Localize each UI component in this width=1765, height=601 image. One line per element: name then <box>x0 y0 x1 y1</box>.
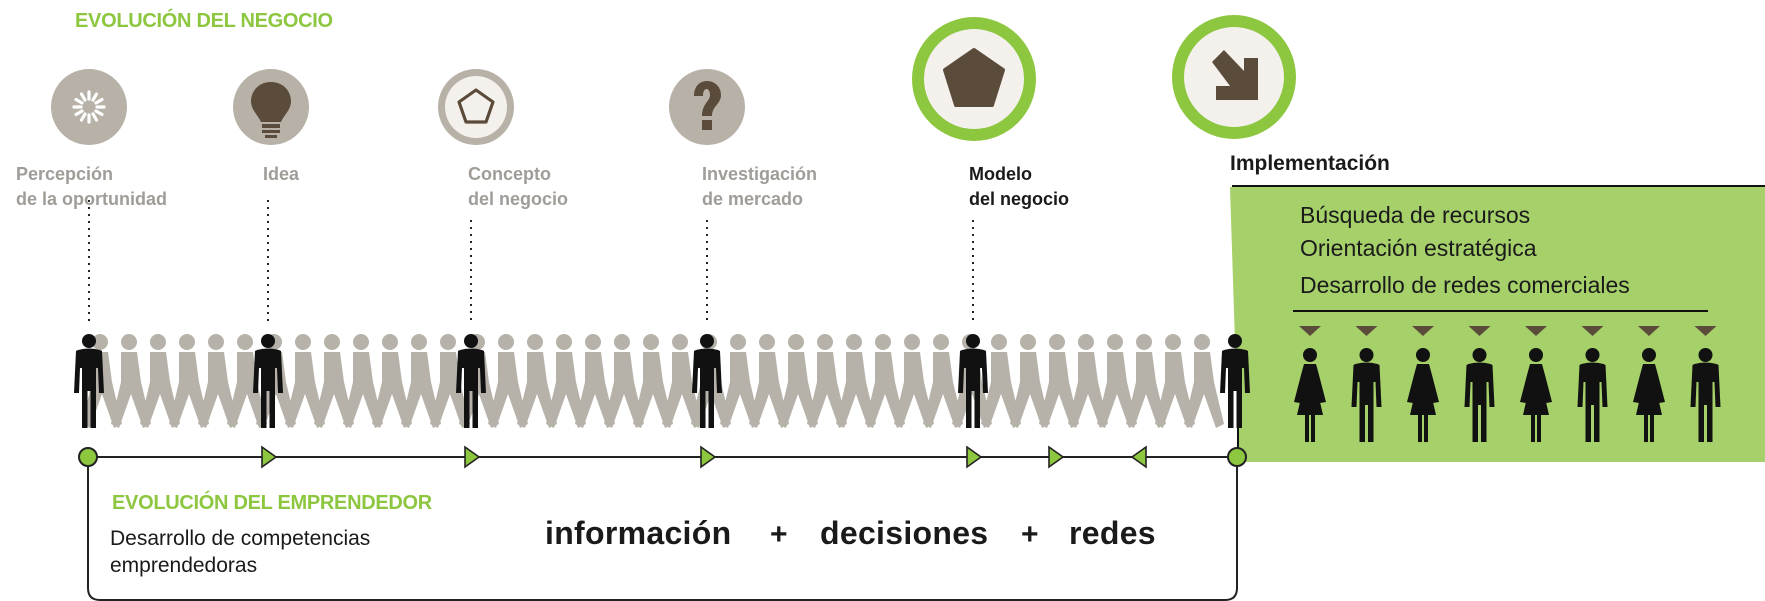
team-pointer <box>1525 326 1547 336</box>
timeline-arrow <box>700 445 717 469</box>
implementation-team <box>1293 310 1721 442</box>
stage-label-line1: Concepto <box>468 164 551 184</box>
stage-label-line2: de mercado <box>702 189 804 209</box>
sunburst-ray <box>91 92 99 102</box>
question-mark-icon <box>669 69 745 145</box>
stage-label-research: Investigación de mercado <box>702 162 817 212</box>
stage-label-perception: Percepción de la oportunidad <box>16 162 167 212</box>
timeline-start-node <box>78 447 98 467</box>
stage-label-line1: Investigación <box>702 164 818 184</box>
sunburst-ray <box>74 97 84 105</box>
team-pointer <box>1694 326 1717 336</box>
sunburst-icon <box>51 69 127 145</box>
implementation-item: Orientación estratégica <box>1300 235 1537 261</box>
entrepreneur-description-line1: Desarrollo de competencias <box>110 527 371 550</box>
diagonal-arrow-icon <box>1172 15 1296 139</box>
timeline-arrow <box>261 445 278 469</box>
emprendedor-bracket <box>87 457 1238 601</box>
timeline-arrow <box>464 445 481 469</box>
timeline-arrow <box>1130 445 1147 469</box>
entrepreneur-description: Desarrollo de competencias emprendedoras <box>110 525 370 579</box>
pentagon-outline-icon <box>438 69 514 145</box>
team-pointer <box>1468 326 1491 336</box>
stage-label-line1: Percepción <box>16 164 114 184</box>
stage-label-line1: Modelo <box>969 164 1032 184</box>
implementation-item: Desarrollo de redes comerciales <box>1300 272 1630 298</box>
team-pointer <box>1638 326 1660 336</box>
lightbulb-icon <box>233 69 309 145</box>
timeline-arrow <box>966 445 983 469</box>
formula-redes: redes <box>1069 515 1156 551</box>
formula-plus: + <box>770 518 788 551</box>
timeline-arrows <box>261 445 1147 469</box>
pentagon-solid-icon <box>912 17 1036 141</box>
formula-informacion: información <box>545 515 732 551</box>
formula-plus: + <box>1021 518 1039 551</box>
stage-label-model: Modelo del negocio <box>969 162 1069 212</box>
team-pointer <box>1581 326 1604 336</box>
stage-label-idea: Idea <box>263 162 299 187</box>
stage-label-line2: del negocio <box>969 189 1070 209</box>
stage-connectors <box>88 200 974 325</box>
implementation-title: Implementación <box>1230 152 1390 175</box>
sunburst-ray <box>91 112 99 122</box>
entrepreneur-evolution-title: EVOLUCIÓN DEL EMPRENDEDOR <box>112 492 432 514</box>
implementation-item: Búsqueda de recursos <box>1300 202 1531 228</box>
team-pointer <box>1299 326 1321 336</box>
crowd-figure <box>1184 334 1224 428</box>
sunburst-ray <box>94 97 104 105</box>
timeline-arrow <box>1048 445 1065 469</box>
formula-decisiones: decisiones <box>820 515 989 551</box>
sunburst-ray <box>79 92 87 102</box>
business-evolution-title: EVOLUCIÓN DEL NEGOCIO <box>75 10 333 32</box>
stage-label-line2: del negocio <box>468 189 569 209</box>
stage-label-line2: de la oportunidad <box>16 189 167 209</box>
entrepreneur-description-line2: emprendedoras <box>110 554 258 577</box>
sunburst-ray <box>94 109 104 117</box>
team-pointer <box>1355 326 1378 336</box>
crowd-chain <box>82 334 1224 428</box>
sunburst-ray <box>74 109 84 117</box>
team-pointer <box>1412 326 1434 336</box>
sunburst-ray <box>79 112 87 122</box>
timeline-end-node <box>1227 447 1247 467</box>
stage-label-line1: Idea <box>263 164 300 184</box>
stage-label-concept: Concepto del negocio <box>468 162 568 212</box>
